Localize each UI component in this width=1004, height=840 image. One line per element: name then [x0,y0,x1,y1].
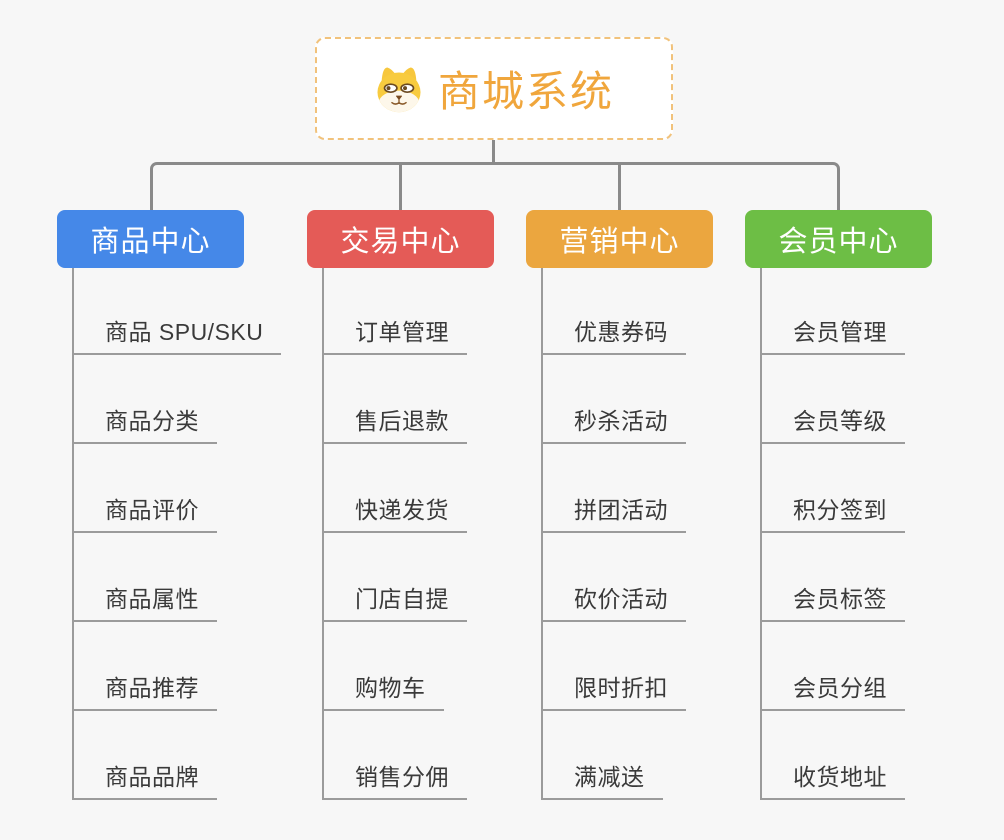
connector-spine-marketing [541,268,543,800]
branch-node-marketing-center[interactable]: 营销中心 [526,210,713,268]
leaf-node[interactable]: 商品推荐 [72,674,217,711]
leaf-node[interactable]: 拼团活动 [541,496,686,533]
connector-drop-marketing [618,164,621,210]
branch-node-trade-center[interactable]: 交易中心 [307,210,494,268]
leaf-node[interactable]: 售后退款 [322,407,467,444]
connector-spine-product [72,268,74,800]
leaf-node[interactable]: 秒杀活动 [541,407,686,444]
leaf-node[interactable]: 销售分佣 [322,763,467,800]
connector-spine-member [760,268,762,800]
leaf-node[interactable]: 商品品牌 [72,763,217,800]
connector-root-drop [492,139,495,165]
leaf-node[interactable]: 商品分类 [72,407,217,444]
connector-bus [150,162,840,210]
dog-face-icon [374,65,424,113]
leaf-node[interactable]: 购物车 [322,674,444,711]
leaf-node[interactable]: 会员管理 [760,318,905,355]
leaf-node[interactable]: 商品评价 [72,496,217,533]
connector-spine-trade [322,268,324,800]
leaf-node[interactable]: 积分签到 [760,496,905,533]
branch-node-product-center[interactable]: 商品中心 [57,210,244,268]
leaf-node[interactable]: 满减送 [541,763,663,800]
leaf-node[interactable]: 收货地址 [760,763,905,800]
leaf-node[interactable]: 会员分组 [760,674,905,711]
connector-drop-trade [399,164,402,210]
leaf-node[interactable]: 优惠券码 [541,318,686,355]
leaf-node[interactable]: 商品 SPU/SKU [72,318,282,355]
root-title: 商城系统 [437,68,614,115]
leaf-node[interactable]: 快递发货 [322,496,467,533]
root-node[interactable]: 商城系统 [315,37,673,140]
leaf-node[interactable]: 限时折扣 [541,674,686,711]
leaf-node[interactable]: 会员标签 [760,585,905,622]
leaf-node[interactable]: 订单管理 [322,318,467,355]
leaf-node[interactable]: 会员等级 [760,407,905,444]
leaf-node[interactable]: 砍价活动 [541,585,686,622]
leaf-node[interactable]: 门店自提 [322,585,467,622]
branch-node-member-center[interactable]: 会员中心 [745,210,932,268]
leaf-node[interactable]: 商品属性 [72,585,217,622]
